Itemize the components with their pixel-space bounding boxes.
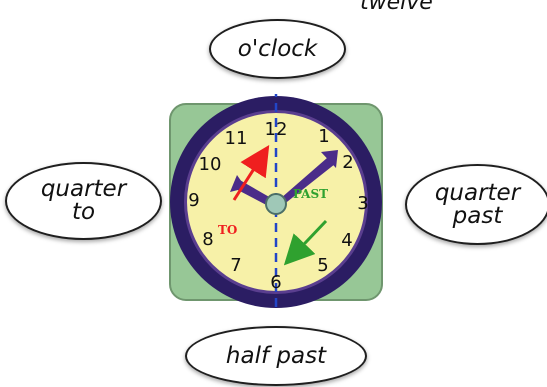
quarter-to-bubble: quarter to: [5, 162, 162, 240]
minute-hand: [273, 158, 335, 209]
past-arrow: [283, 219, 328, 266]
clock-number-4: 4: [341, 230, 352, 251]
clock-number-12: 12: [265, 119, 288, 140]
clock-number-5: 5: [317, 255, 328, 276]
oclock-bubble: o'clock: [209, 19, 346, 79]
to-arrow: [232, 144, 270, 201]
clock-center-cap: [265, 193, 287, 215]
clock-number-6: 6: [270, 272, 281, 293]
clock-number-3: 3: [357, 193, 368, 214]
clock-number-2: 2: [342, 152, 353, 173]
past-label: PAST: [293, 187, 328, 201]
clock-number-7: 7: [230, 255, 241, 276]
clock-svg: 12 1 2 3 4 5 6 7 8 9 10 11 TO PAST: [169, 94, 383, 310]
top-fragment-label: twelve: [360, 0, 433, 15]
minute-hand-tip: [321, 150, 338, 168]
clock-number-10: 10: [199, 154, 222, 175]
quarter-past-bubble: quarter past: [405, 164, 547, 245]
clock-number-9: 9: [188, 190, 199, 211]
to-label: TO: [218, 223, 237, 237]
half-past-bubble: half past: [185, 326, 367, 386]
clock-number-8: 8: [202, 229, 213, 250]
clock-number-1: 1: [318, 126, 329, 147]
clock-number-11: 11: [225, 128, 248, 149]
clock-wrap: 12 1 2 3 4 5 6 7 8 9 10 11 TO PAST: [160, 94, 392, 310]
